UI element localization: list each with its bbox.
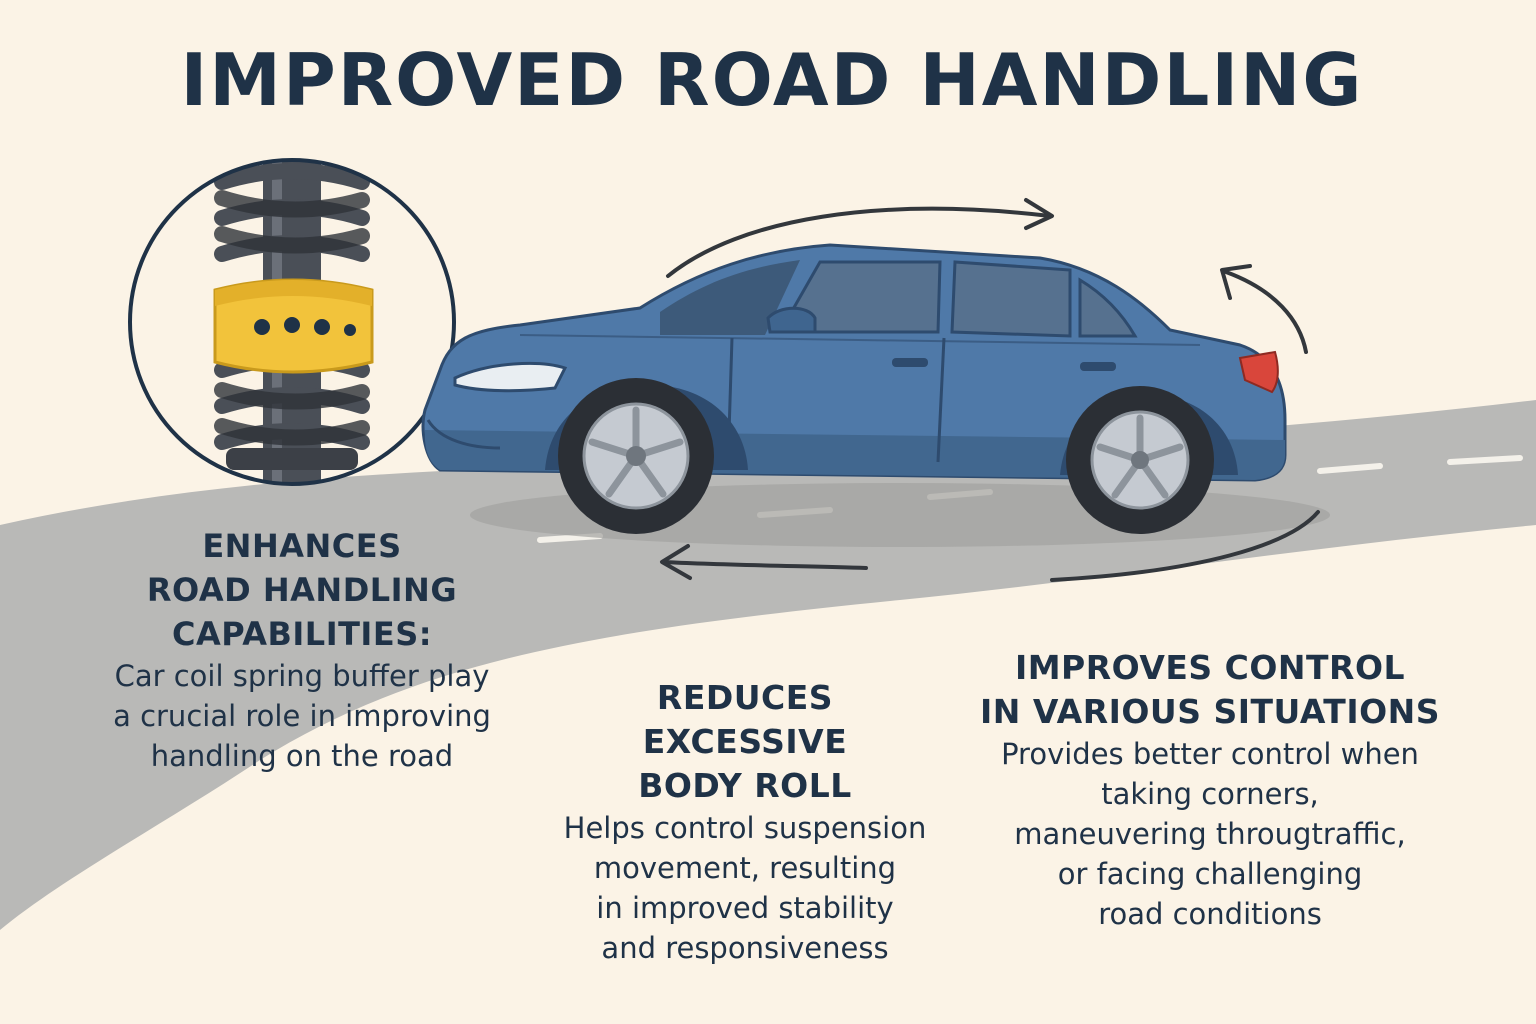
enhances-heading-line: ENHANCES xyxy=(202,527,402,565)
reduces-heading-line: EXCESSIVE xyxy=(642,722,848,761)
enhances-heading: ENHANCES ROAD HANDLING CAPABILITIES: xyxy=(92,524,512,656)
enhances-body-line: a crucial role in improving xyxy=(113,699,491,733)
sedan-car-icon xyxy=(421,243,1287,534)
reduces-body-line: in improved stability xyxy=(596,891,894,925)
enhances-section: ENHANCES ROAD HANDLING CAPABILITIES: Car… xyxy=(92,524,512,776)
improves-section: IMPROVES CONTROL IN VARIOUS SITUATIONS P… xyxy=(930,646,1490,934)
improves-body-line: or facing challenging xyxy=(1057,857,1363,891)
rear-wheel xyxy=(1066,386,1214,534)
improves-body-line: road conditions xyxy=(1098,897,1322,931)
front-wheel xyxy=(558,378,714,534)
reduces-heading: REDUCES EXCESSIVE BODY ROLL xyxy=(530,676,960,808)
enhances-body-line: handling on the road xyxy=(150,739,454,773)
enhances-body-line: Car coil spring buffer play xyxy=(114,659,490,693)
improves-body-line: maneuvering througtraffic, xyxy=(1014,817,1406,851)
curved-arrow-rear-icon xyxy=(1220,264,1308,354)
coil-spring-with-buffer-icon xyxy=(128,158,456,486)
reduces-body-line: and responsiveness xyxy=(601,931,889,965)
enhances-heading-line: ROAD HANDLING xyxy=(146,571,458,609)
reduces-body: Helps control suspension movement, resul… xyxy=(530,808,960,968)
curved-arrow-top-icon xyxy=(666,198,1054,278)
reduces-heading-line: BODY ROLL xyxy=(638,766,852,805)
reduces-section: REDUCES EXCESSIVE BODY ROLL Helps contro… xyxy=(530,676,960,968)
enhances-heading-line: CAPABILITIES: xyxy=(171,615,433,653)
reduces-body-line: Helps control suspension xyxy=(563,811,927,845)
reduces-heading-line: REDUCES xyxy=(656,678,834,717)
enhances-body: Car coil spring buffer play a crucial ro… xyxy=(92,656,512,776)
improves-heading-line: IN VARIOUS SITUATIONS xyxy=(979,692,1441,731)
page-title: IMPROVED ROAD HANDLING xyxy=(180,38,1364,122)
curved-arrow-bottom-icon xyxy=(660,510,1320,582)
reduces-body-line: movement, resulting xyxy=(593,851,897,885)
improves-heading: IMPROVES CONTROL IN VARIOUS SITUATIONS xyxy=(930,646,1490,734)
improves-body: Provides better control when taking corn… xyxy=(930,734,1490,934)
improves-heading-line: IMPROVES CONTROL xyxy=(1014,648,1406,687)
improves-body-line: taking corners, xyxy=(1101,777,1319,811)
improves-body-line: Provides better control when xyxy=(1001,737,1419,771)
